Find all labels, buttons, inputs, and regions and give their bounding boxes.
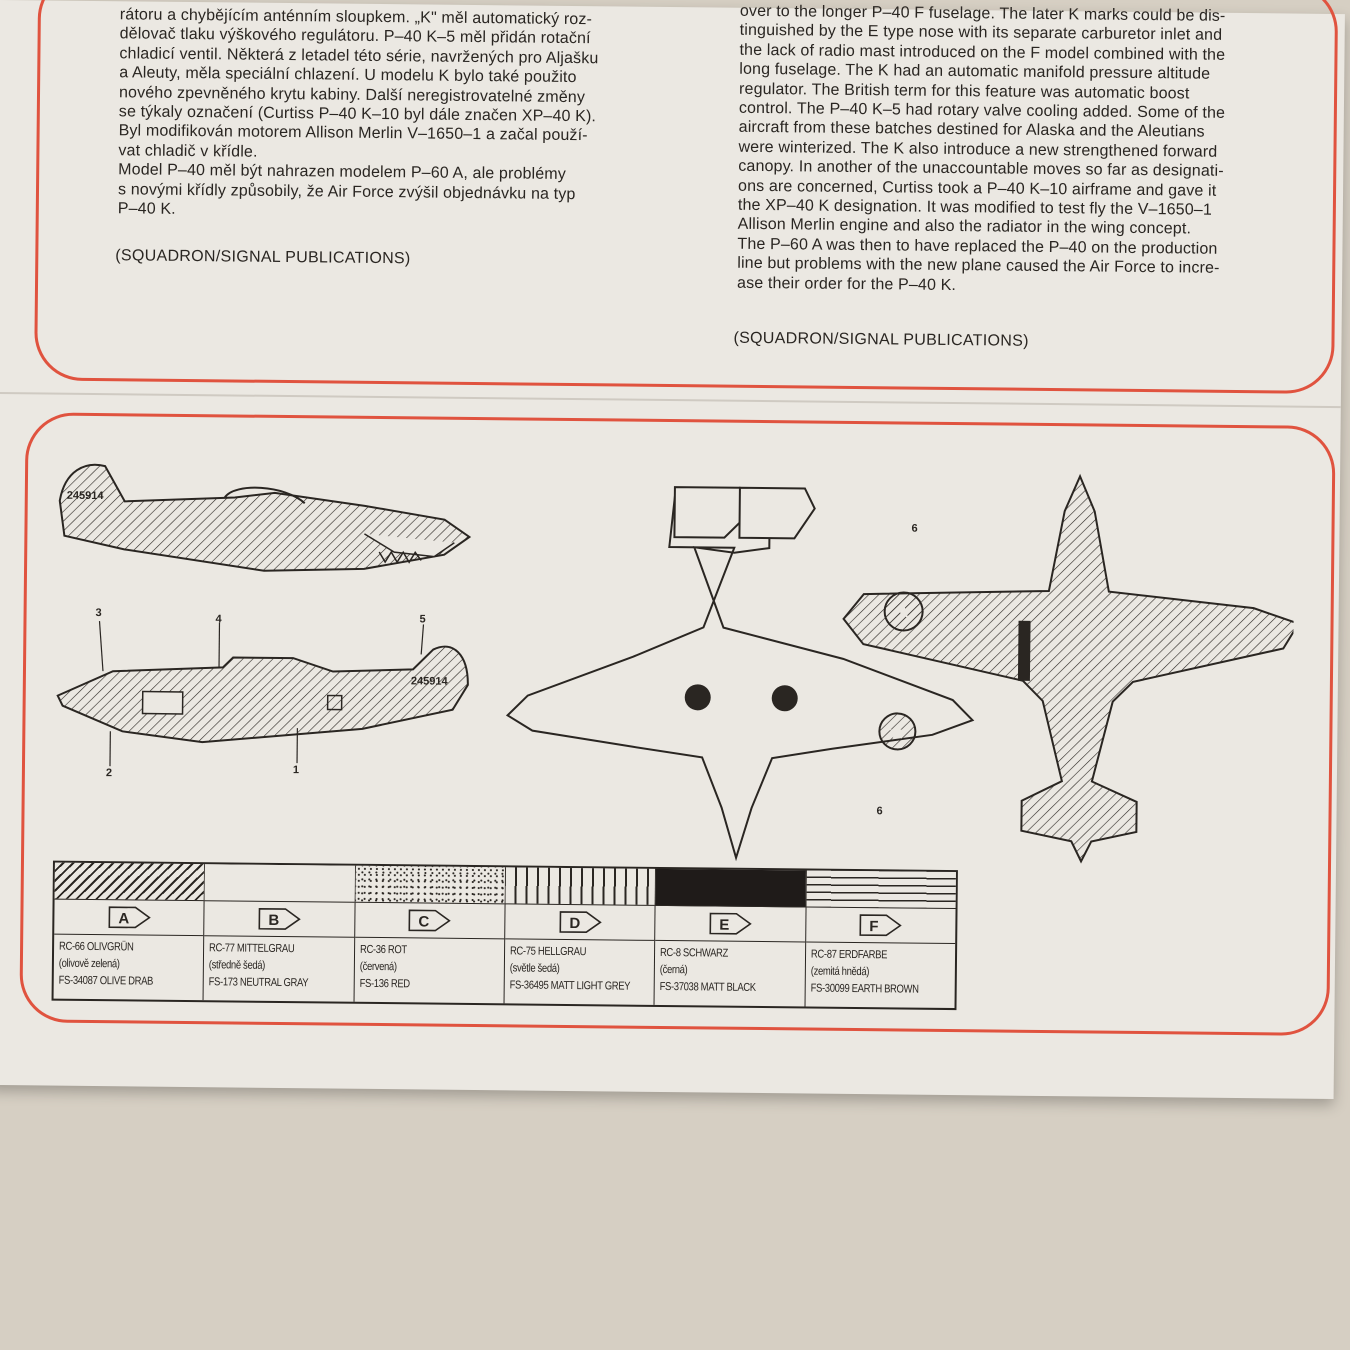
flag-tag-icon: A xyxy=(108,906,151,929)
left-profile-lower: 245914 3 4 5 2 1 xyxy=(56,607,469,779)
swatch-d xyxy=(505,867,656,906)
legend-code: RC-8 SCHWARZ xyxy=(660,946,729,960)
swatch-c xyxy=(355,865,505,905)
legend-czech-name: (světle šedá) xyxy=(509,962,560,975)
legend-cell-f: F RC-87 ERDFARBE (zemitá hnědá) FS-30099… xyxy=(805,870,956,1008)
flag-tag-icon: C xyxy=(408,909,452,932)
legend-cell-b: B RC-77 MITTELGRAU (středně šedá) FS-173… xyxy=(203,864,356,1002)
color-legend-table: A RC-66 OLIVGRÜN (olivově zelená) FS-340… xyxy=(51,860,958,1011)
legend-fs-code: FS-136 RED xyxy=(359,977,410,991)
legend-fs-code: FS-37038 MATT BLACK xyxy=(659,980,757,994)
instruction-sheet: rátoru a chybějícím anténním sloupkem. „… xyxy=(0,0,1345,1100)
flag-tag-icon: E xyxy=(709,912,752,935)
fold-line xyxy=(0,391,1341,409)
legend-letter: F xyxy=(870,918,879,935)
svg-text:★: ★ xyxy=(888,719,906,743)
legend-cell-c: C RC-36 ROT (červená) FS-136 RED xyxy=(354,865,506,1004)
callout-3: 3 xyxy=(96,607,102,619)
legend-code: RC-36 ROT xyxy=(359,943,407,957)
legend-czech-name: (zemitá hnědá) xyxy=(810,965,869,979)
legend-letter: E xyxy=(719,917,729,934)
callout-6-topside: 6 xyxy=(911,523,917,535)
svg-text:★: ★ xyxy=(895,599,913,623)
callout-2: 2 xyxy=(106,767,112,779)
left-profile-upper: 245914 xyxy=(58,463,472,572)
swatch-f xyxy=(806,870,956,910)
swatch-b xyxy=(204,864,355,903)
czech-text-block: rátoru a chybějícím anténním sloupkem. „… xyxy=(117,6,599,218)
legend-fs-code: FS-36495 MATT LIGHT GREY xyxy=(509,979,631,993)
callout-5: 5 xyxy=(419,613,425,625)
legend-cell-d: D RC-75 HELLGRAU (světle šedá) FS-36495 … xyxy=(504,867,657,1005)
legend-code: RC-66 OLIVGRÜN xyxy=(58,940,134,954)
publisher-credit-en: (SQUADRON/SIGNAL PUBLICATIONS) xyxy=(733,329,1029,350)
flag-tag-icon: B xyxy=(258,907,301,930)
english-text-block: over to the longer P–40 F fuselage. The … xyxy=(736,2,1226,294)
callout-1: 1 xyxy=(293,764,299,776)
legend-letter: C xyxy=(419,913,430,930)
legend-fs-code: FS-173 NEUTRAL GRAY xyxy=(208,976,309,990)
publisher-credit-cz: (SQUADRON/SIGNAL PUBLICATIONS) xyxy=(115,247,411,268)
legend-fs-code: FS-34087 OLIVE DRAB xyxy=(58,974,154,988)
legend-letter: D xyxy=(569,915,580,932)
legend-code: RC-75 HELLGRAU xyxy=(509,945,587,959)
callout-4: 4 xyxy=(215,613,222,625)
legend-cell-e: E RC-8 SCHWARZ (černá) FS-37038 MATT BLA… xyxy=(654,868,807,1007)
legend-czech-name: (středně šedá) xyxy=(209,959,266,972)
legend-letter: A xyxy=(118,910,129,927)
serial-number-side: 245914 xyxy=(411,675,449,687)
swatch-a xyxy=(54,862,205,902)
legend-letter: B xyxy=(268,912,279,929)
legend-czech-name: (olivově zelená) xyxy=(58,957,120,971)
legend-czech-name: (červená) xyxy=(359,960,397,974)
callout-6-underside: 6 xyxy=(876,805,882,817)
flag-tag-icon: D xyxy=(559,911,602,933)
legend-cell-a: A RC-66 OLIVGRÜN (olivově zelená) FS-340… xyxy=(53,862,206,1001)
topside-view: ★ 6 xyxy=(842,473,1296,864)
legend-fs-code: FS-30099 EARTH BROWN xyxy=(810,982,919,996)
aircraft-drawings: 245914 245914 3 4 5 2 1 ★ xyxy=(56,463,1296,864)
legend-czech-name: (černá) xyxy=(660,963,688,977)
flag-tag-icon: F xyxy=(859,914,903,937)
swatch-e xyxy=(655,868,806,908)
legend-code: RC-77 MITTELGRAU xyxy=(209,942,295,956)
serial-number-top: 245914 xyxy=(67,490,105,502)
underside-view: ★ 6 xyxy=(505,486,975,862)
legend-code: RC-87 ERDFARBE xyxy=(810,948,887,962)
